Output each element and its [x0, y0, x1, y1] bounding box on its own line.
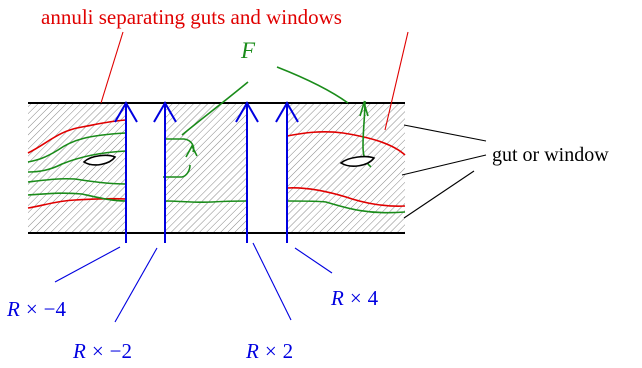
hatched-band — [28, 103, 405, 233]
annuli-curves — [27, 119, 406, 209]
foliation-label: F — [240, 38, 256, 63]
r-times-pos4-label: R×4 — [330, 286, 379, 310]
product-rectangles — [114, 101, 299, 243]
r-times-neg2-label: R×−2 — [72, 339, 132, 363]
blank-strip-left — [126, 104, 165, 232]
r-times-neg4-label: R×−4 — [6, 297, 67, 321]
leader-lines — [54, 31, 487, 323]
r-times-pos2-label: R×2 — [245, 339, 293, 363]
gut-window-holes — [82, 154, 376, 167]
annuli-caption: annuli separating guts and windows — [41, 5, 342, 29]
gut-or-window-label: gut or window — [492, 144, 609, 166]
blank-strip-right — [247, 104, 286, 232]
foliation-curves — [27, 66, 406, 214]
